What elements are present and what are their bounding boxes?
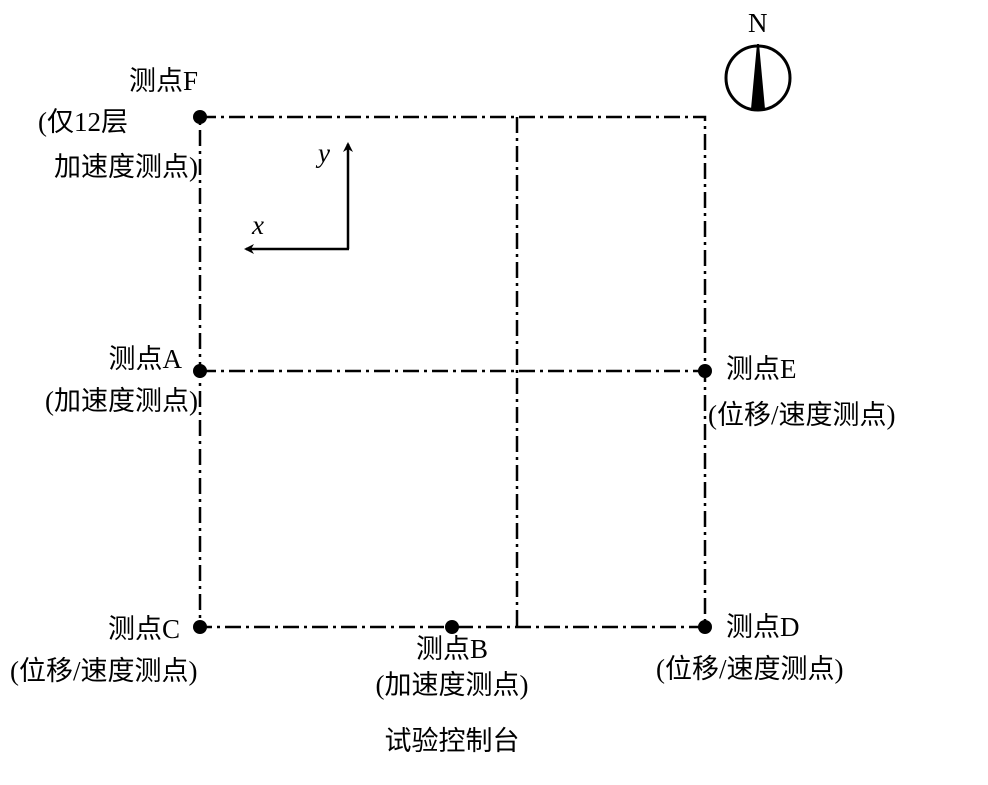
- north-compass-icon: [724, 44, 792, 112]
- point-C-name: 测点C: [107, 614, 180, 644]
- point-F-note-1: (仅12层: [38, 107, 128, 137]
- point-B-dot: [445, 620, 459, 634]
- y-axis-label: y: [318, 138, 330, 168]
- point-A-name: 测点A: [108, 344, 183, 374]
- point-F-dot: [193, 110, 207, 124]
- x-axis-label: x: [252, 210, 264, 240]
- point-A-dot: [193, 364, 207, 378]
- point-E-dot: [698, 364, 712, 378]
- control-desk-label: 试验控制台: [384, 726, 520, 756]
- point-D-dot: [698, 620, 712, 634]
- point-C-dot: [193, 620, 207, 634]
- point-E-name: 测点E: [726, 354, 797, 384]
- point-B-name: 测点B: [415, 634, 488, 664]
- point-F-name: 测点F: [128, 66, 198, 96]
- point-C-note: (位移/速度测点): [10, 656, 198, 686]
- compass-north-label: N: [748, 8, 768, 38]
- point-E-note: (位移/速度测点): [708, 400, 896, 430]
- point-A-note: (加速度测点): [45, 386, 198, 416]
- point-D-name: 测点D: [726, 612, 800, 642]
- point-B-note: (加速度测点): [375, 670, 529, 700]
- point-F-note-2: 加速度测点): [54, 152, 198, 182]
- point-D-note: (位移/速度测点): [656, 654, 844, 684]
